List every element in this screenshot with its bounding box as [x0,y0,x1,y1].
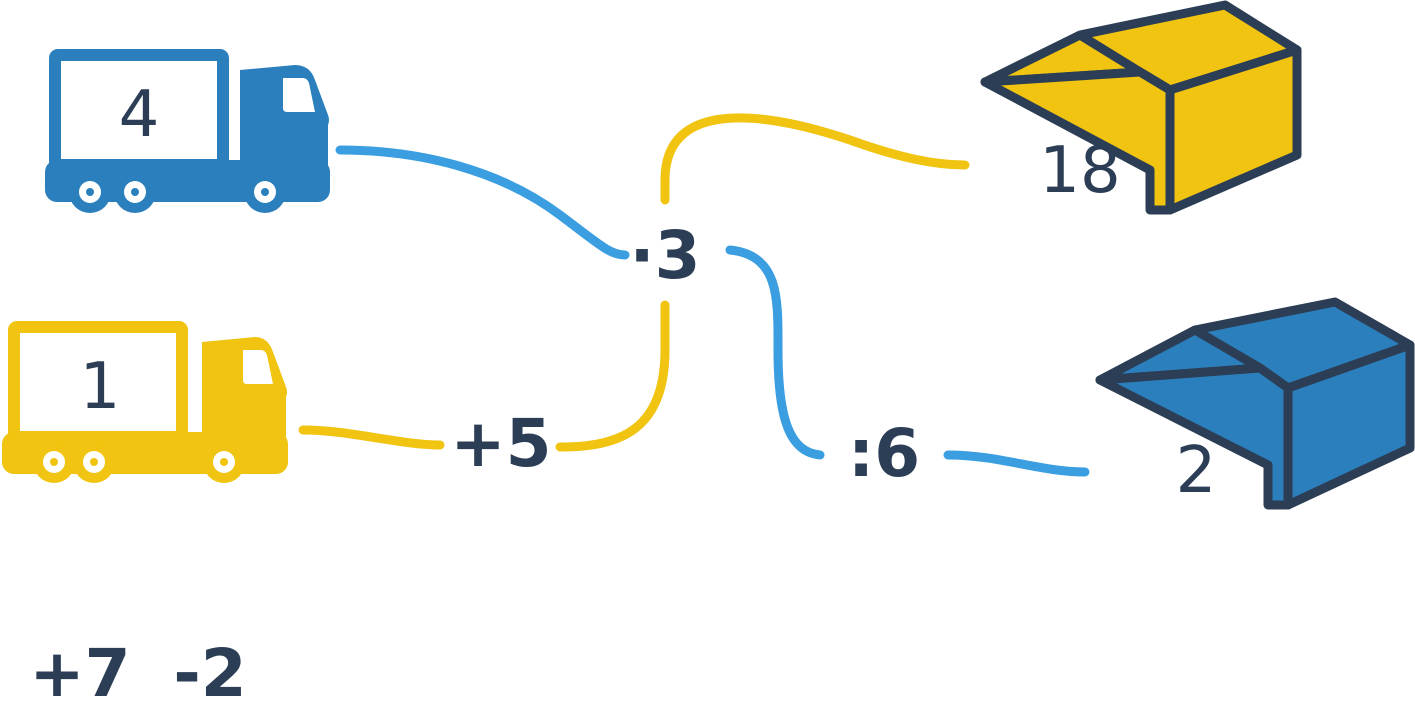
paths [298,113,1090,477]
path-blue-truck-to-multiply [335,145,630,260]
spare-operation-plus-seven[interactable]: +7 [29,635,130,712]
yellow-truck: 1 [2,321,288,483]
path-multiply-to-divide [725,245,825,460]
yellow-warehouse-value: 18 [1039,134,1120,208]
blue-warehouse: 2 [1095,297,1415,510]
operation-add: +5 [450,405,551,482]
path-add-to-multiply [555,300,670,452]
spare-operations: +7 -2 [29,635,246,712]
truck-wheels [33,441,245,483]
spare-operation-minus-two[interactable]: -2 [173,635,246,712]
yellow-warehouse: 18 [980,0,1302,215]
path-multiply-to-yellow-warehouse [660,113,970,205]
warehouse-side [1283,340,1415,510]
blue-truck-value: 4 [119,78,160,152]
blue-truck: 4 [45,49,330,213]
path-yellow-truck-to-add [298,425,445,450]
truck-window [243,350,273,384]
truck-wheels [69,171,286,213]
yellow-truck-value: 1 [80,350,121,424]
operation-multiply: ·3 [630,217,701,294]
warehouse-side [1165,45,1302,215]
blue-warehouse-value: 2 [1176,434,1217,508]
operation-divide: :6 [848,415,920,492]
path-divide-to-blue-warehouse [943,450,1090,477]
truck-window [283,78,315,112]
